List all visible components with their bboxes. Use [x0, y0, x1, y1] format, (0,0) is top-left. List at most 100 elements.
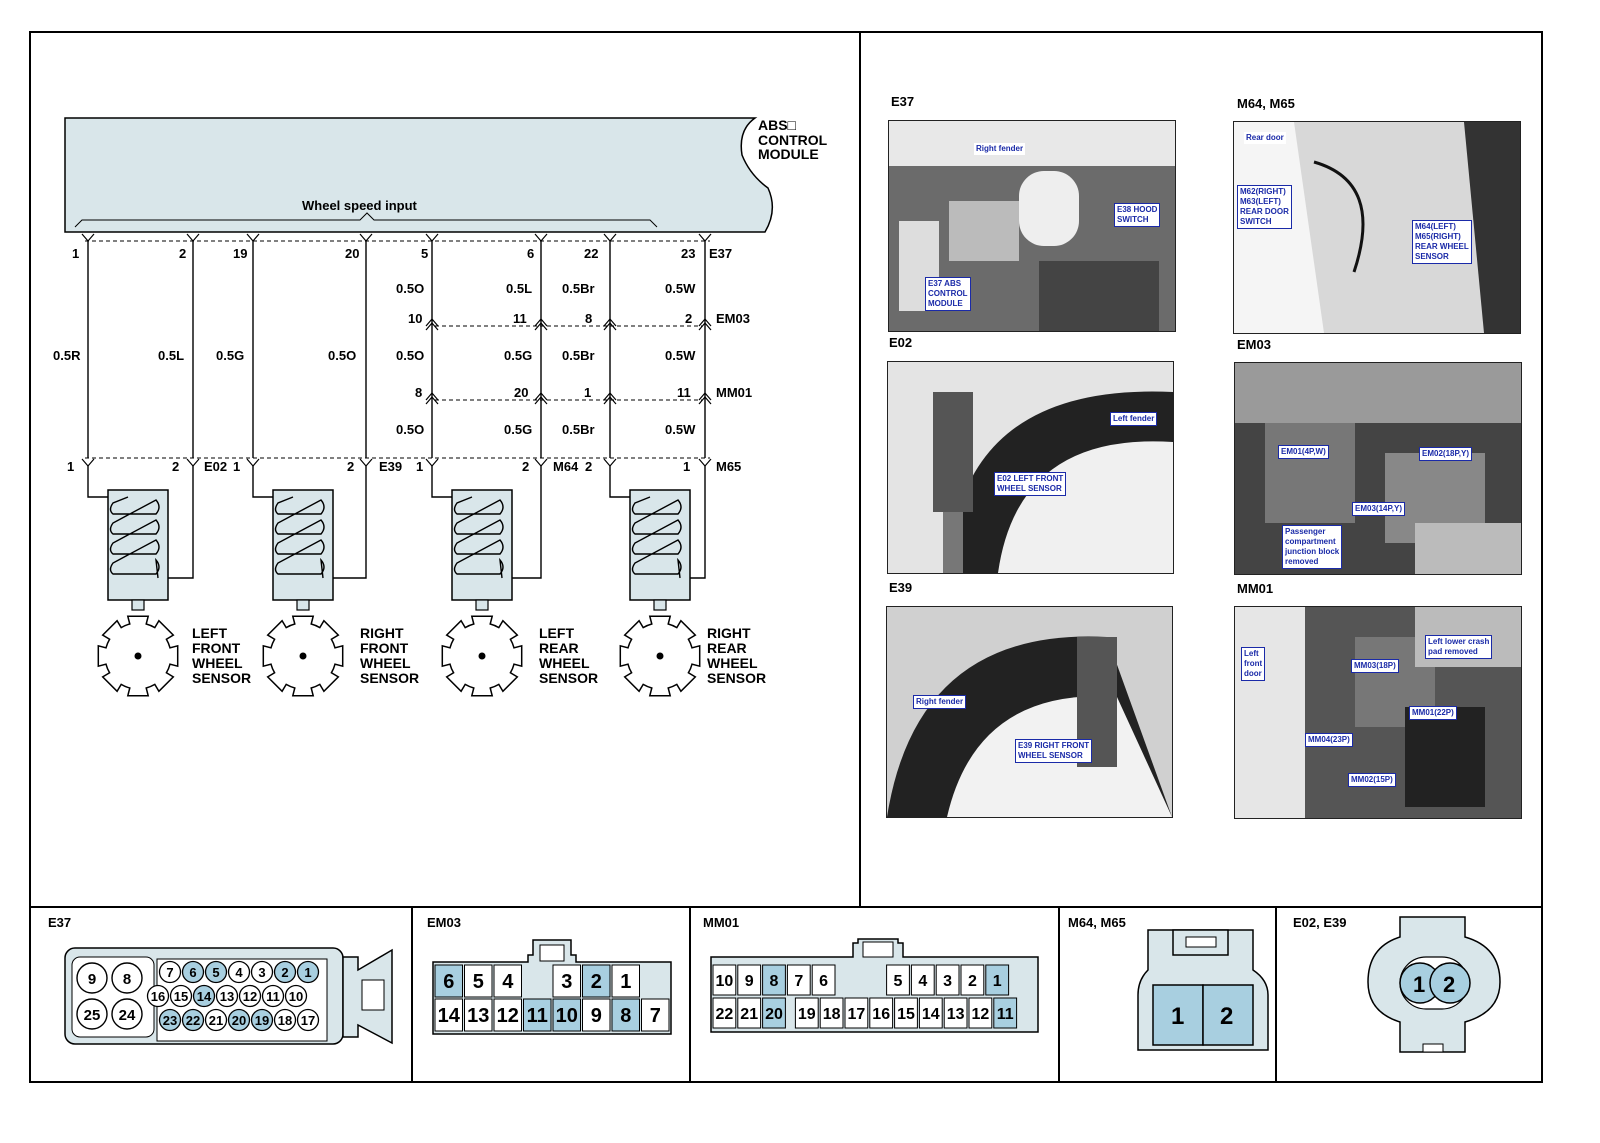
e37-pin-5: 5 [212, 965, 219, 980]
sensor-stem [475, 599, 489, 611]
mm01-pin-3: 3 [943, 973, 952, 990]
wire-0-5o: 0.5O [328, 348, 356, 363]
m64-cavity-1 [1152, 984, 1204, 1046]
em03-pin-7: 7 [650, 1005, 661, 1027]
mm01-cavity [886, 964, 910, 996]
mm01-cavity [712, 997, 737, 1029]
pin-chevron-top [603, 233, 617, 242]
em03-pin-14: 14 [438, 1005, 461, 1027]
mm01-pin-1: 1 [993, 973, 1002, 990]
photo-m64-tag-2: M62(RIGHT) M63(LEFT) REAR DOOR SWITCH [1237, 185, 1292, 229]
sensor-stem [296, 599, 310, 611]
pin-chevron-bottom [425, 458, 439, 467]
sensor-tone-wheel-hub [478, 652, 486, 660]
inline-chevron-up [603, 318, 617, 327]
pin-chevron-top [698, 233, 712, 242]
input-brace [74, 212, 658, 228]
inline-chevron-up-2 [534, 322, 548, 331]
inline-chevron-up [603, 392, 617, 401]
sensor-lr-l4: SENSOR [539, 670, 598, 686]
pin-chevron-top [359, 233, 373, 242]
photo-em03: EM01(4P,W) EM02(18P,Y) EM03(14P,Y) Passe… [1234, 362, 1522, 575]
em03-cavity [552, 964, 581, 998]
wire-r1-3: 0.5Br [562, 281, 595, 296]
e37-pin-circle [273, 960, 297, 984]
wire-0-5l: 0.5L [158, 348, 184, 363]
sensor-lf-l2: FRONT [192, 640, 241, 656]
e37-pin-6: 6 [189, 965, 196, 980]
e37-pin-circle [181, 1008, 205, 1032]
wheel-speed-input-label: Wheel speed input [302, 198, 418, 213]
mm01-pin-14: 14 [922, 1006, 940, 1023]
connector-m64-face: 1 2 [1137, 929, 1269, 1051]
sensor-coil-winding [274, 496, 325, 579]
m64-latch-inner [1185, 936, 1217, 948]
e02-pin-2: 2 [172, 459, 179, 474]
pin-chevron-bottom [81, 458, 95, 467]
e37-pin-18: 18 [278, 1013, 292, 1028]
sensor-lf-l4: SENSOR [192, 670, 251, 686]
wire-r1-1: 0.5O [396, 281, 424, 296]
inline-chevron-up-2 [603, 396, 617, 405]
photo-em03-tag-2: EM02(18P,Y) [1419, 447, 1472, 461]
em03-pin-12: 12 [497, 1005, 519, 1027]
mm01-pin-12: 12 [972, 1006, 990, 1023]
sensor-tone-wheel-hub [656, 652, 664, 660]
e37-big-pin-circle [111, 998, 143, 1030]
e37-pin-circle [204, 960, 228, 984]
pin-23: 23 [681, 246, 695, 261]
divider-bottom-2 [689, 906, 691, 1083]
e37-pin-circle [158, 960, 182, 984]
mm01-pin-22: 22 [716, 1006, 734, 1023]
inline-chevron-up [534, 392, 548, 401]
mm01-pin-9: 9 [745, 973, 754, 990]
mm01-pin-18: 18 [823, 1006, 841, 1023]
sensor-stem [131, 599, 145, 611]
module-name-1: ABS□ [758, 117, 797, 133]
em03-cavity [434, 998, 463, 1032]
m64-cavity-2 [1202, 984, 1254, 1046]
mm01-cavity [737, 997, 762, 1029]
e37-pin-20: 20 [232, 1013, 246, 1028]
em03-pin-4: 4 [502, 971, 514, 993]
e37-big-pin-circle [76, 998, 108, 1030]
em03-pin-2: 2 [685, 311, 692, 326]
mm01-pin-20: 20 [514, 385, 528, 400]
e37-pin-circle [227, 960, 251, 984]
em03-pin-11: 11 [527, 1005, 548, 1027]
e37-pin-14: 14 [197, 989, 212, 1004]
sensor-coil-body [272, 489, 334, 601]
divider-bottom-1 [411, 906, 413, 1083]
e02-pin-1: 1 [67, 459, 74, 474]
mm01-pin-19: 19 [798, 1006, 816, 1023]
sensors-group [87, 466, 706, 697]
mm01-cavity [869, 997, 894, 1029]
photo-e02-tag-2: E02 LEFT FRONT WHEEL SENSOR [994, 472, 1067, 496]
pin-chevron-bottom [246, 458, 260, 467]
sensor-lr-l2: REAR [539, 640, 579, 656]
photo-mm01-tag-1-text: Left front door [1244, 649, 1263, 678]
photo-m64: Rear door M62(RIGHT) M63(LEFT) REAR DOOR… [1233, 121, 1521, 334]
e37-pin-10: 10 [289, 989, 303, 1004]
pin-chevron-top [425, 233, 439, 242]
em03-pin-8: 8 [620, 1005, 631, 1027]
pin-chevron-bottom [698, 458, 712, 467]
e37-pin-circle [250, 1008, 274, 1032]
e37-pin-1: 1 [304, 965, 311, 980]
e37-pin-4: 4 [235, 965, 243, 980]
e37-pin-22: 22 [186, 1013, 200, 1028]
mm01-cavity [794, 997, 819, 1029]
em03-cavity [641, 998, 670, 1032]
mm01-label: MM01 [716, 385, 752, 400]
photo-e37-tag-2: E38 HOOD SWITCH [1114, 203, 1161, 227]
mm01-pin-10: 10 [716, 973, 734, 990]
mm01-cavity [737, 964, 762, 996]
mm01-pin-16: 16 [872, 1006, 890, 1023]
photo-mm01-tag-3: MM03(18P) [1351, 659, 1399, 673]
mm01-cavity [811, 964, 836, 996]
pin-chevron-bottom [186, 458, 200, 467]
sensor-wire-b [323, 466, 367, 579]
photo-title-e37: E37 [891, 94, 915, 109]
conn-title-mm01: MM01 [703, 915, 740, 930]
